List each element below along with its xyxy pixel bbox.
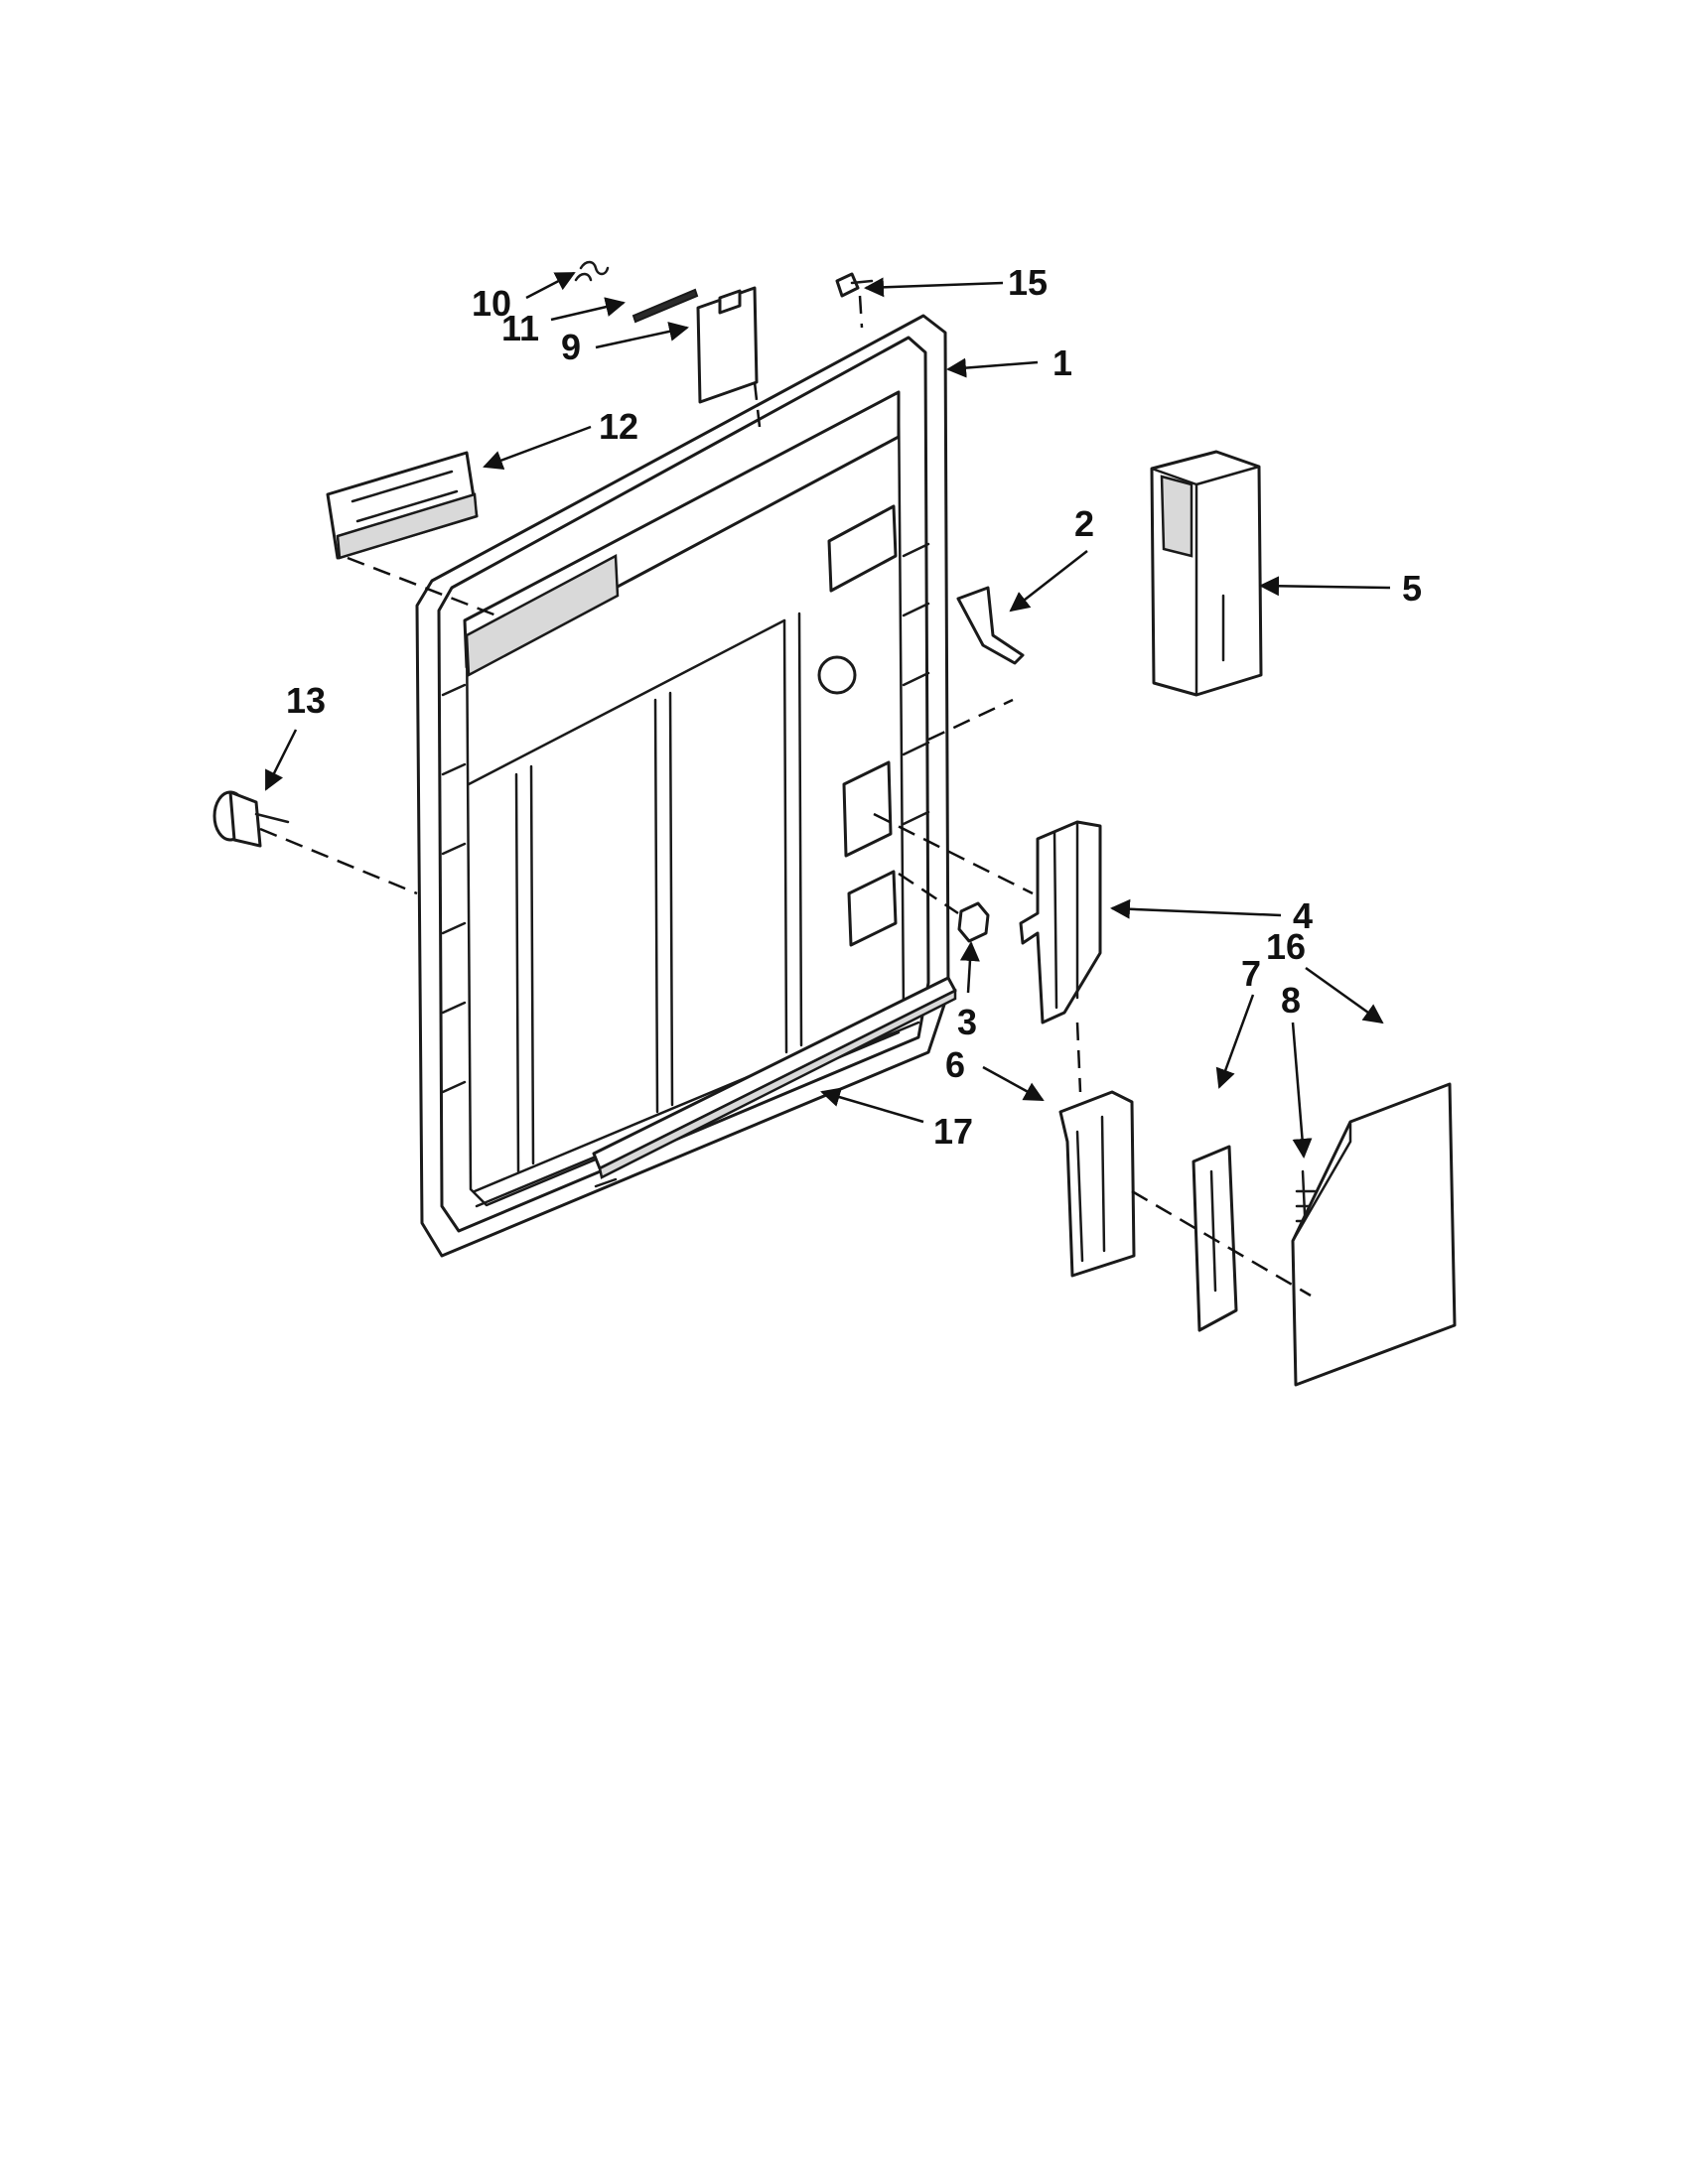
side-cover <box>1291 1082 1457 1387</box>
callout-7: 7 <box>1241 953 1261 994</box>
callout-4: 4 <box>1293 895 1313 936</box>
callout-11: 11 <box>501 308 539 348</box>
callout-15: 15 <box>1008 262 1048 303</box>
inner-door-panel <box>415 314 950 1258</box>
callout-8: 8 <box>1281 980 1301 1021</box>
callout-13: 13 <box>286 680 326 721</box>
callout-1: 1 <box>1052 342 1072 383</box>
callout-10: 10 <box>472 283 511 324</box>
callout-12: 12 <box>599 406 638 447</box>
latch-lever <box>1019 820 1102 1024</box>
hinge-cover <box>696 286 759 404</box>
callout-16: 16 <box>1266 926 1306 967</box>
latch-slide <box>1058 1090 1136 1278</box>
hinge-springs <box>574 260 699 324</box>
callout-6: 6 <box>945 1044 965 1085</box>
callout-2: 2 <box>1074 503 1094 544</box>
nut <box>957 901 990 943</box>
callout-9: 9 <box>561 327 581 367</box>
screw <box>835 272 874 298</box>
door-bumper <box>212 790 290 848</box>
hinge-clip <box>956 586 1025 665</box>
leader-arrows <box>264 271 1391 1159</box>
assembly-lines <box>259 295 1312 1297</box>
callout-3: 3 <box>957 1002 977 1042</box>
callout-17: 17 <box>933 1111 973 1152</box>
callout-labels: 1 2 3 4 5 6 7 8 9 10 11 12 13 15 16 17 <box>286 262 1422 1152</box>
callout-5: 5 <box>1402 568 1422 609</box>
door-bottom-seal <box>592 976 957 1188</box>
vent-assembly <box>326 451 479 560</box>
latch-housing <box>1150 450 1263 697</box>
